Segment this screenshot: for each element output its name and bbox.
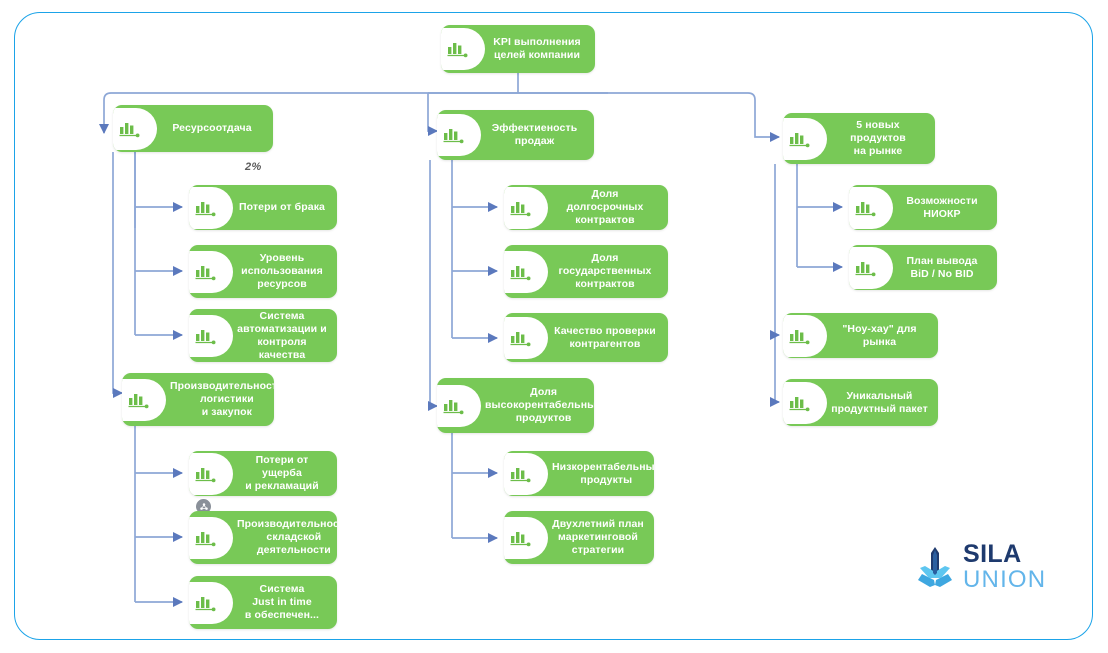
bar-chart-icon — [437, 378, 483, 433]
node-label: Возможности НИОКР — [906, 194, 978, 220]
node-warehouse-productivity[interactable]: Производительность складской деятельност… — [189, 511, 337, 564]
node-label: "Ноу-хау" для рынка — [842, 322, 917, 348]
node-losses-defect[interactable]: Потери от брака — [189, 185, 337, 230]
bar-chart-icon — [504, 185, 550, 230]
node-branch-profitable-products[interactable]: Доля высокорентабельных продуктов — [437, 378, 594, 433]
node-label: Система Just in time в обеспечен... — [244, 583, 320, 621]
node-resource-usage-level[interactable]: Уровень использования ресурсов — [189, 245, 337, 298]
node-label: Производительность логистики и закупок — [170, 380, 274, 418]
bar-chart-icon — [441, 25, 487, 73]
bar-chart-icon — [113, 105, 159, 152]
bar-chart-icon — [189, 511, 235, 564]
bar-chart-icon — [849, 185, 895, 230]
node-label: Уровень использования ресурсов — [241, 252, 323, 290]
tri-blade-icon — [914, 544, 956, 590]
node-label: Низкорентабельные продукты — [552, 460, 654, 486]
node-label: Потери от ущерба и рекламаций — [245, 454, 319, 492]
node-bid-no-bid-plan[interactable]: План вывода BiD / No BID — [849, 245, 997, 290]
node-label: Потери от брака — [238, 201, 325, 213]
node-label: Эффектиеность продаж — [491, 122, 578, 147]
bar-chart-icon — [189, 245, 235, 298]
node-just-in-time-system[interactable]: Система Just in time в обеспечен... — [189, 576, 337, 629]
node-losses-damage-claims[interactable]: Потери от ущерба и рекламаций — [189, 451, 337, 496]
bar-chart-icon — [783, 313, 829, 358]
node-label: Доля высокорентабельных продуктов — [485, 386, 594, 424]
bar-chart-icon — [189, 576, 235, 629]
bar-chart-icon — [437, 110, 483, 160]
bar-chart-icon — [504, 511, 550, 564]
bar-chart-icon — [504, 451, 550, 496]
bar-chart-icon — [783, 113, 829, 164]
bar-chart-icon — [189, 451, 235, 496]
node-label: Система автоматизации и контроля качеств… — [237, 309, 327, 361]
bar-chart-icon — [189, 309, 235, 362]
node-branch-resource[interactable]: Ресурсоотдача — [113, 105, 273, 152]
node-branch-know-how[interactable]: "Ноу-хау" для рынка — [783, 313, 938, 358]
node-label: План вывода BiD / No BID — [906, 254, 978, 280]
node-label: Двухлетний план маркетинговой стратегии — [552, 518, 644, 556]
node-label: 5 новых продуктов на рынке — [850, 119, 906, 157]
bar-chart-icon — [189, 185, 235, 230]
node-branch-logistics[interactable]: Производительность логистики и закупок — [122, 373, 274, 426]
node-branch-unique-package[interactable]: Уникальный продуктный пакет — [783, 379, 938, 426]
node-long-term-contracts-share[interactable]: Доля долгосрочных контрактов — [504, 185, 668, 230]
bar-chart-icon — [849, 245, 895, 290]
bar-chart-icon — [122, 373, 168, 426]
node-low-margin-products[interactable]: Низкорентабельные продукты — [504, 451, 654, 496]
bar-chart-icon — [504, 245, 550, 298]
node-label: Производительность складской деятельност… — [237, 518, 337, 556]
annotation-percent-losses-defect: 2% — [245, 161, 262, 173]
node-counterparty-check-quality[interactable]: Качество проверки контрагентов — [504, 313, 668, 362]
logo-text-secondary: UNION — [963, 566, 1047, 593]
logo-text-primary: SILA — [963, 540, 1022, 568]
node-label: KPI выполнения целей компании — [493, 36, 581, 61]
node-label: Доля государственных контрактов — [558, 252, 652, 290]
node-label: Качество проверки контрагентов — [554, 324, 656, 350]
node-label: Доля долгосрочных контрактов — [566, 188, 644, 226]
node-branch-sales[interactable]: Эффектиеность продаж — [437, 110, 594, 160]
node-root[interactable]: KPI выполнения целей компании — [441, 25, 595, 73]
node-rnd-opportunities[interactable]: Возможности НИОКР — [849, 185, 997, 230]
node-state-contracts-share[interactable]: Доля государственных контрактов — [504, 245, 668, 298]
node-label: Ресурсоотдача — [172, 122, 252, 134]
node-two-year-marketing-plan[interactable]: Двухлетний план маркетинговой стратегии — [504, 511, 654, 564]
brand-logo: SILA UNION — [914, 541, 1045, 593]
node-automation-quality-system[interactable]: Система автоматизации и контроля качеств… — [189, 309, 337, 362]
bar-chart-icon — [504, 313, 550, 362]
bar-chart-icon — [783, 379, 829, 426]
node-branch-new-products[interactable]: 5 новых продуктов на рынке — [783, 113, 935, 164]
share-icon[interactable] — [196, 499, 211, 514]
node-label: Уникальный продуктный пакет — [831, 389, 928, 415]
